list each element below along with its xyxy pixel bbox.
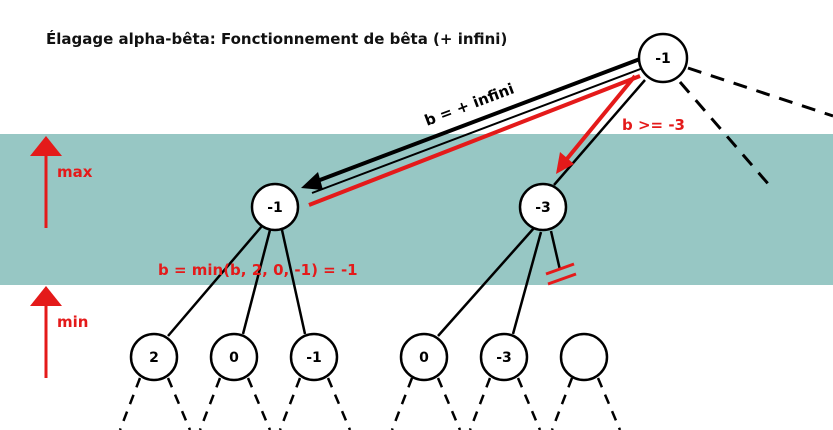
red-propagation-edge [564, 74, 637, 162]
node-leaf-1: 2 [129, 332, 179, 382]
prune-cut-icon [545, 262, 577, 286]
node-leaf-5-value: -3 [496, 350, 512, 366]
node-leaf-3-value: -1 [306, 350, 322, 366]
node-leaf-2: 0 [209, 332, 259, 382]
max-level-band [0, 134, 833, 285]
node-leaf-4: 0 [399, 332, 449, 382]
node-leaf-6 [559, 332, 609, 382]
beta-update-label: b >= -3 [622, 116, 685, 134]
edge-root-to-right [553, 79, 646, 186]
max-level-label: max [57, 163, 93, 181]
node-max-right: -3 [518, 182, 568, 232]
diagram-title: Élagage alpha-bêta: Fonctionnement de bê… [46, 30, 508, 48]
black-arrowhead-icon [301, 172, 323, 190]
node-max-left: -1 [250, 182, 300, 232]
node-max-right-value: -3 [535, 200, 551, 216]
edge-root-to-left-inner [311, 67, 644, 194]
edge-right-to-leaf5 [511, 231, 543, 335]
beta-min-label: b = min(b, 2, 0, -1) = -1 [158, 261, 358, 279]
edge-left-to-leaf3 [280, 229, 307, 335]
min-up-arrow-icon [30, 286, 62, 378]
node-leaf-3: -1 [289, 332, 339, 382]
min-level-label: min [57, 313, 89, 331]
edge-left-to-leaf2 [241, 229, 272, 335]
edge-right-to-leaf4 [437, 227, 535, 337]
node-max-left-value: -1 [267, 200, 283, 216]
node-leaf-5: -3 [479, 332, 529, 382]
node-root-value: -1 [655, 51, 671, 67]
node-root: -1 [637, 32, 689, 84]
root-dashed-edge-2 [678, 81, 772, 187]
edge-left-to-leaf1 [167, 225, 263, 337]
red-return-edge [308, 74, 641, 207]
edge-right-to-leaf6-pruned [549, 230, 562, 271]
node-leaf-2-value: 0 [229, 350, 239, 366]
root-dashed-edge-1 [687, 66, 833, 118]
edge-root-to-left [311, 57, 641, 185]
node-leaf-4-value: 0 [419, 350, 429, 366]
red-arrowhead-icon [556, 152, 574, 174]
leaf-dashed-edges [118, 377, 622, 430]
node-leaf-1-value: 2 [149, 350, 159, 366]
max-up-arrow-icon [30, 136, 62, 228]
